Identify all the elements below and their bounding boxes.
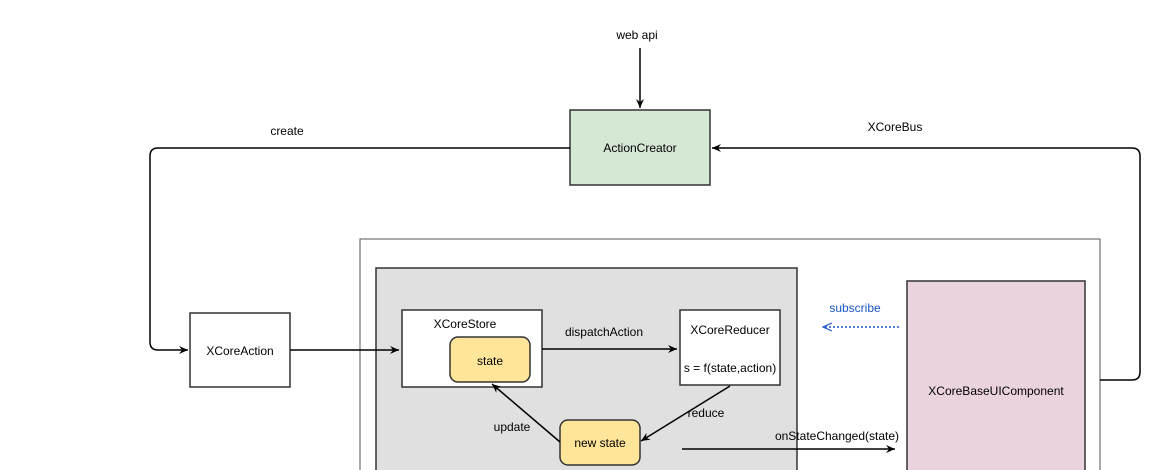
xcorebus-arrow — [712, 144, 1141, 381]
xcore-action-label: XCoreAction — [206, 344, 273, 358]
dispatch-action-label: dispatchAction — [565, 325, 643, 339]
ui-component-label: XCoreBaseUIComponent — [928, 384, 1064, 398]
web-api-label: web api — [615, 28, 657, 42]
create-label: create — [270, 124, 304, 138]
action-creator-label: ActionCreator — [603, 141, 676, 155]
xcore-store-label: XCoreStore — [434, 317, 497, 331]
xcore-reducer-label: XCoreReducer — [690, 323, 769, 337]
new-state-label: new state — [574, 436, 626, 450]
update-arrow — [491, 383, 561, 443]
create-arrow — [149, 147, 570, 354]
new-state-box — [559, 419, 641, 466]
state-label: state — [477, 354, 503, 368]
state-box — [449, 336, 531, 383]
reduce-arrow — [640, 385, 731, 442]
subscribe-label: subscribe — [829, 301, 881, 315]
xcore-action-box — [189, 312, 291, 388]
on-state-changed-label: onStateChanged(state) — [775, 429, 899, 443]
xcore-reducer-box — [679, 309, 781, 386]
update-label: update — [494, 420, 531, 434]
reducer-formula-label: s = f(state,action) — [684, 361, 776, 375]
xcorebus-label: XCoreBus — [868, 120, 923, 134]
ui-component-box — [906, 280, 1086, 470]
reduce-label: reduce — [688, 406, 725, 420]
